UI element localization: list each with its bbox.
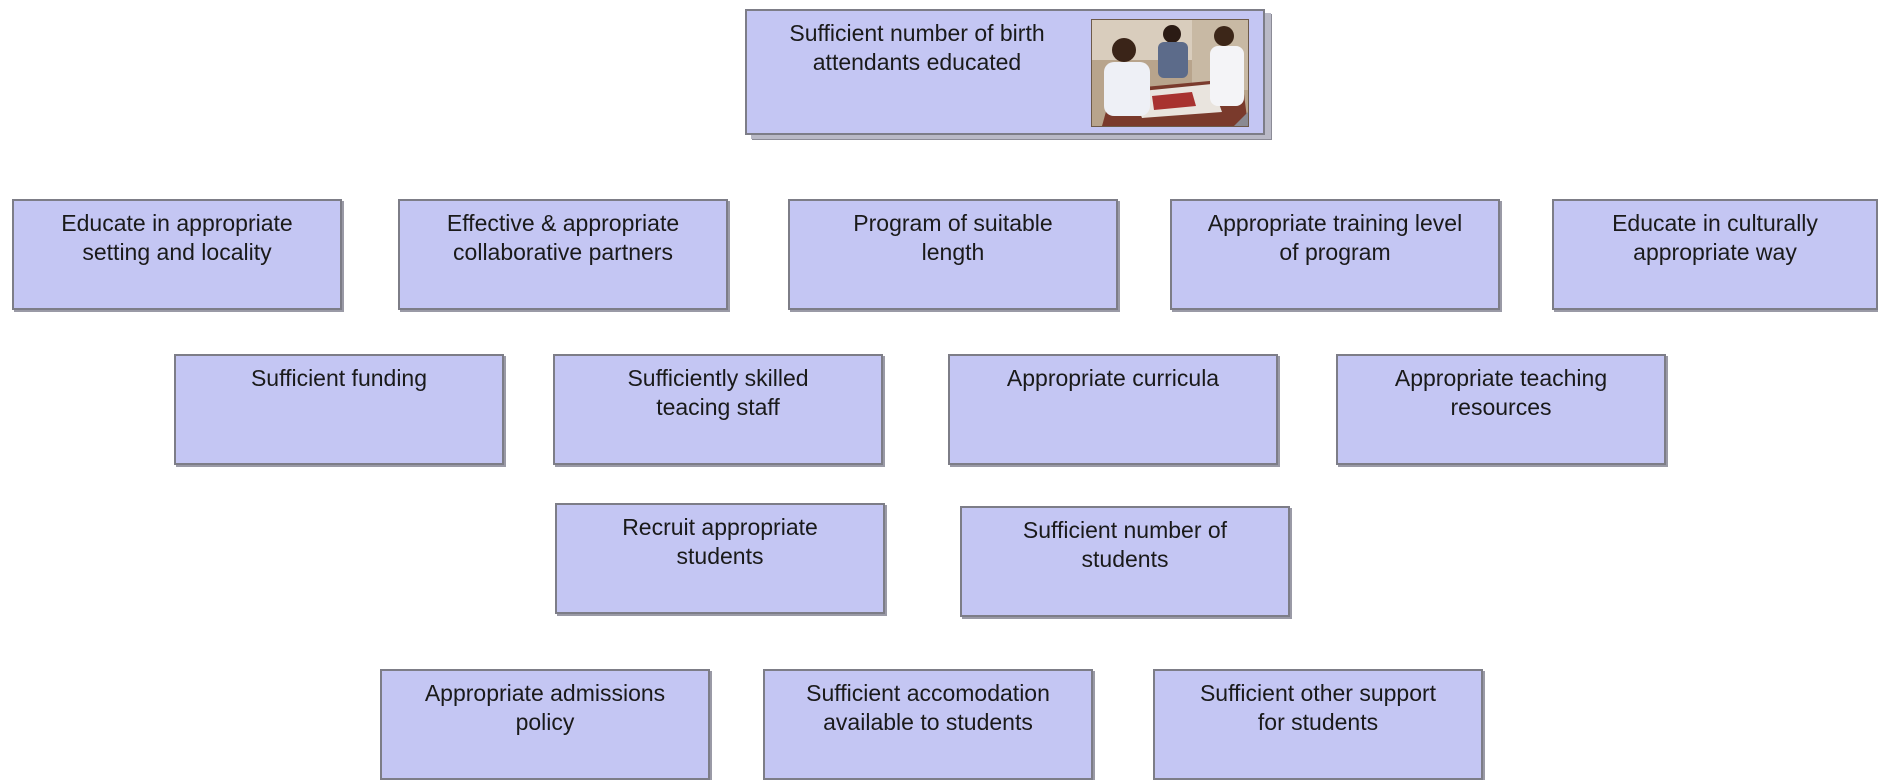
node-collaborative-partners[interactable]: Effective & appropriate collaborative pa… [398,199,728,310]
node-accomodation[interactable]: Sufficient accomodation available to stu… [763,669,1093,780]
node-label: Educate in appropriate setting and local… [61,210,293,265]
node-label: Appropriate admissions policy [424,680,666,735]
node-label: Recruit appropriate students [622,514,818,569]
node-recruit-students[interactable]: Recruit appropriate students [555,503,885,614]
node-label: Sufficient other support for students [1199,680,1437,735]
node-label: Effective & appropriate collaborative pa… [446,210,680,265]
node-label: Appropriate teaching resources [1394,365,1608,420]
root-node-label: Sufficient number of birth attendants ed… [789,20,1045,75]
node-teaching-staff[interactable]: Sufficiently skilled teacing staff [553,354,883,465]
node-curricula[interactable]: Appropriate curricula [948,354,1278,465]
node-program-length[interactable]: Program of suitable length [788,199,1118,310]
node-label: Sufficient funding [250,365,428,391]
node-label: Educate in culturally appropriate way [1612,210,1818,265]
node-admissions-policy[interactable]: Appropriate admissions policy [380,669,710,780]
node-label: Sufficient number of students [1022,517,1228,572]
root-node[interactable]: Sufficient number of birth attendants ed… [745,9,1265,135]
node-other-support[interactable]: Sufficient other support for students [1153,669,1483,780]
node-label: Sufficiently skilled teacing staff [627,365,809,420]
node-label: Appropriate curricula [1006,365,1220,391]
node-number-of-students[interactable]: Sufficient number of students [960,506,1290,617]
node-culturally-appropriate[interactable]: Educate in culturally appropriate way [1552,199,1878,310]
photo-thumbnail-icon[interactable] [1091,19,1249,127]
node-educate-setting[interactable]: Educate in appropriate setting and local… [12,199,342,310]
node-sufficient-funding[interactable]: Sufficient funding [174,354,504,465]
resize-handle-icon[interactable] [1234,112,1248,126]
node-label: Sufficient accomodation available to stu… [806,680,1050,735]
node-label: Appropriate training level of program [1207,210,1463,265]
node-label: Program of suitable length [853,210,1053,265]
node-training-level[interactable]: Appropriate training level of program [1170,199,1500,310]
node-teaching-resources[interactable]: Appropriate teaching resources [1336,354,1666,465]
